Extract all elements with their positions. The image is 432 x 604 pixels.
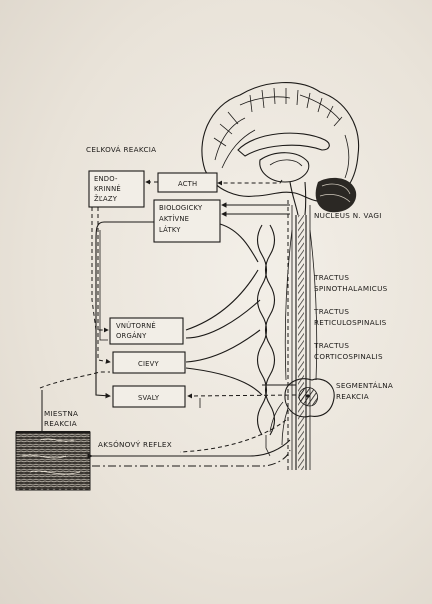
label-segment-2: REAKCIA: [336, 392, 369, 401]
box-bio-line1: BIOLOGICKY: [159, 204, 203, 212]
label-miestna-2: REAKCIA: [44, 419, 77, 428]
box-endokrinne-line1: ENDO-: [94, 175, 118, 183]
label-retic-2: RETICULOSPINALIS: [314, 318, 387, 327]
box-endokrinne-line2: KRINNÉ: [94, 184, 121, 193]
box-svaly-label: SVALY: [138, 394, 160, 402]
sympathetic-chain: [258, 225, 275, 456]
label-nucleus: NUCLEUS N. VAGI: [314, 211, 382, 220]
box-vnutorne-line2: ORGÁNY: [116, 331, 147, 340]
label-aksonovy-reflex: AKSÓNOVÝ REFLEX: [98, 440, 172, 449]
label-miestna-1: MIESTNA: [44, 409, 78, 418]
label-cortico-1: TRACTUS: [313, 341, 349, 350]
spinal-cord: [288, 200, 310, 470]
label-segment-1: SEGMENTÁLNA: [336, 381, 393, 390]
label-retic-1: TRACTUS: [313, 307, 349, 316]
label-spino-2: SPINOTHALAMICUS: [314, 284, 388, 293]
skin-tissue-block: [16, 390, 90, 490]
label-spino-1: TRACTUS: [313, 273, 349, 282]
box-bio-line2: AKTÍVNE: [159, 214, 189, 223]
box-cievy-label: CIEVY: [138, 360, 159, 368]
label-cortico-2: CORTICOSPINALIS: [314, 352, 383, 361]
box-acth-label: ACTH: [178, 180, 197, 188]
box-endokrinne-line3: ŽĽAZY: [94, 194, 118, 203]
box-bio-line3: LÁTKY: [159, 225, 181, 234]
label-celkova-reakcia: CELKOVÁ REAKCIA: [86, 145, 156, 154]
box-vnutorne-line1: VNÚTORNÉ: [116, 321, 156, 330]
brain-illustration: [202, 83, 359, 215]
